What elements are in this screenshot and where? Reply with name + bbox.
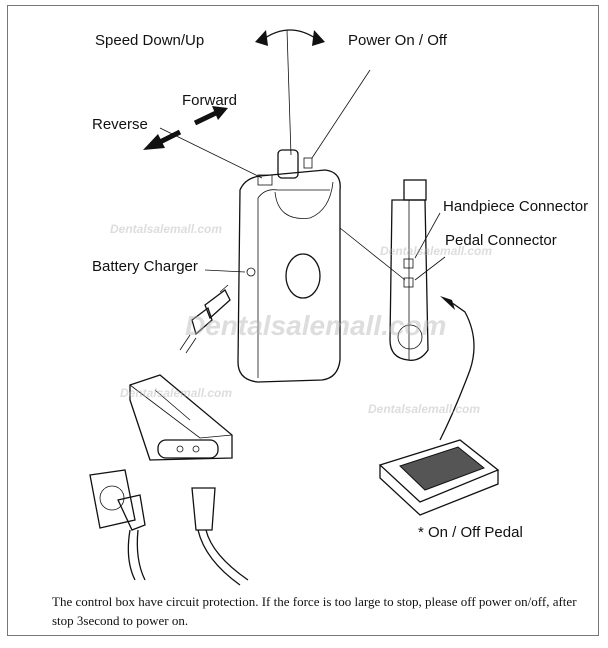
forward-label: Forward — [182, 92, 238, 109]
diagram-frame — [7, 5, 599, 636]
watermark: Dentalsalemall.com — [380, 244, 493, 258]
speed-label: Speed Down/Up — [95, 32, 205, 49]
rotate-arrow-icon — [255, 29, 325, 46]
handpiece-connector-label: Handpiece Connector — [443, 198, 589, 215]
wall-socket — [89, 469, 146, 581]
watermark: Dentalsalemall.com — [110, 222, 223, 236]
charger-port — [246, 267, 256, 277]
handpiece-unit — [389, 179, 429, 361]
pedal-connector-label: Pedal Connector — [445, 232, 557, 249]
battery-charger-label: Battery Charger — [92, 258, 198, 275]
watermark: Dentalsalemall.com — [368, 402, 481, 416]
charger-plug — [179, 284, 231, 354]
power-adapter — [129, 374, 233, 461]
control-box — [237, 149, 341, 383]
pedal-label: * On / Off Pedal — [418, 524, 523, 541]
watermark: Dentalsalemall.com — [120, 386, 233, 400]
reverse-label: Reverse — [92, 116, 148, 133]
figure8-plug — [191, 487, 249, 586]
power-switch — [303, 157, 313, 169]
speed-knob — [277, 149, 299, 179]
forward-reverse-arrows-icon — [143, 106, 228, 150]
caption: The control box have circuit protection.… — [52, 594, 577, 628]
watermark: Dentalsalemall.com — [185, 310, 447, 341]
foot-pedal — [378, 439, 500, 516]
power-label: Power On / Off — [348, 32, 447, 49]
